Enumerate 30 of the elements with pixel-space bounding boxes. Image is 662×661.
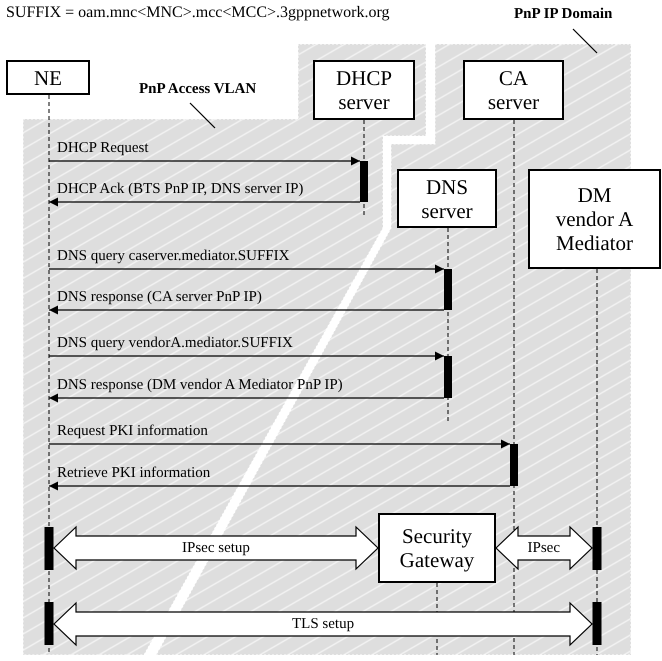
participant-box: CA server bbox=[463, 60, 564, 120]
participant-box: NE bbox=[6, 60, 90, 95]
note-text: SUFFIX = oam.mnc<MNC>.mcc<MCC>.3gppnetwork.org bbox=[6, 4, 390, 22]
participant-box: DNS server bbox=[397, 169, 497, 228]
message-arrow bbox=[49, 156, 360, 166]
edge-label: DNS query vendorA.mediator.SUFFIX bbox=[57, 335, 293, 352]
message-arrow bbox=[49, 394, 444, 402]
participant-box: DHCP server bbox=[313, 60, 415, 120]
leader-line bbox=[572, 28, 598, 54]
region-label: PnP Access VLAN bbox=[139, 80, 289, 98]
edge-label: DNS response (DM vendor A Mediator PnP IP) bbox=[57, 377, 343, 394]
region-label: PnP IP Domain bbox=[514, 5, 639, 23]
message-arrow bbox=[49, 482, 510, 490]
edge-label: IPsec setup bbox=[182, 540, 250, 556]
edge-label: Request PKI information bbox=[57, 423, 208, 440]
edge-label: DHCP Ack (BTS PnP IP, DNS server IP) bbox=[57, 181, 304, 198]
double-block-arrow bbox=[53, 602, 593, 646]
message-arrow bbox=[49, 306, 444, 314]
message-arrow bbox=[49, 352, 444, 360]
message-arrow bbox=[49, 440, 510, 448]
participant-box: Security Gateway bbox=[378, 513, 496, 583]
leader-line bbox=[190, 102, 216, 128]
message-arrow bbox=[49, 264, 444, 274]
edge-label: Retrieve PKI information bbox=[57, 465, 210, 482]
message-arrow bbox=[49, 198, 360, 206]
edge-label: DHCP Request bbox=[57, 140, 149, 157]
edge-label: DNS query caserver.mediator.SUFFIX bbox=[57, 248, 290, 265]
edge-label: TLS setup bbox=[292, 616, 354, 632]
participant-box: DM vendor A Mediator bbox=[528, 169, 661, 269]
edge-label: DNS response (CA server PnP IP) bbox=[57, 289, 262, 306]
